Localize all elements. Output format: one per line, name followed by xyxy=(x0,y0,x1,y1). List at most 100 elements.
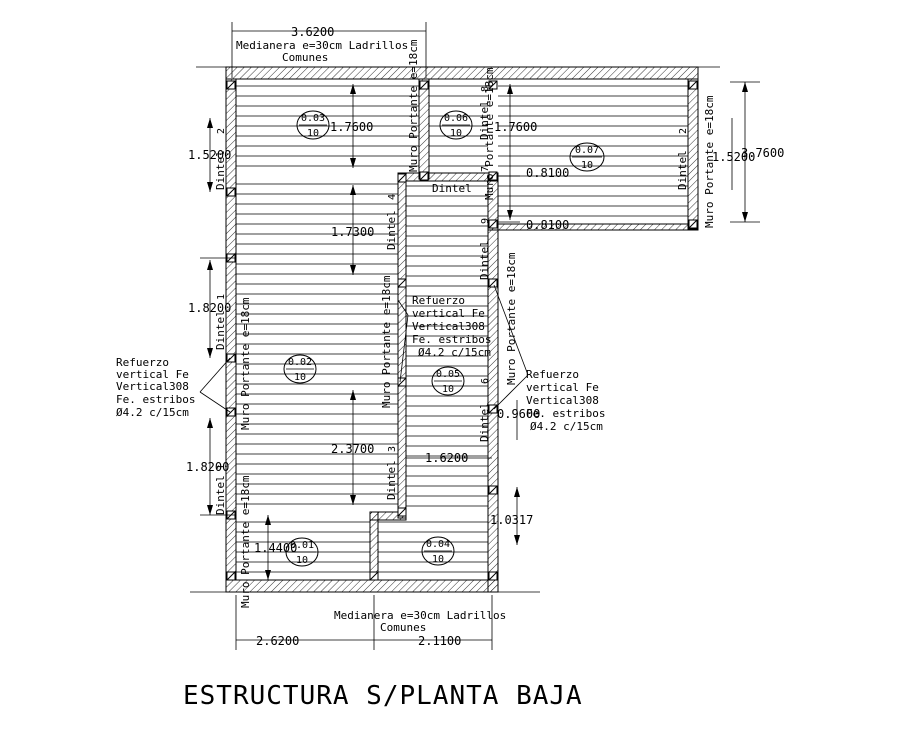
refuerzo-line: Refuerzo xyxy=(526,368,579,381)
lintel-number: 3 xyxy=(387,446,398,452)
note-muro-inner: Muro Portante e=18cm xyxy=(483,67,496,200)
column-mark-diagonal xyxy=(226,571,236,581)
reinforcement-columns xyxy=(226,80,698,581)
dim-top-width: 3.6200 xyxy=(291,25,334,39)
lintel-label: Dintel xyxy=(478,100,491,140)
dimension-texts: 3.6200 2.6200 2.1100 1.5200 1.8200 1.820… xyxy=(186,25,784,648)
refuerzo-note-center: Refuerzo vertical Fe Vertical308 Fe. est… xyxy=(412,294,491,359)
slab-label-004: 0.04 10 xyxy=(421,536,455,566)
slab-count: 10 xyxy=(307,128,319,139)
lintel-label: Dintel xyxy=(676,150,689,190)
dim-slab2-span1: 1.7300 xyxy=(331,225,374,239)
column-mark-diagonal xyxy=(488,219,498,229)
refuerzo-line: vertical Fe xyxy=(412,307,485,320)
refuerzo-line: Vertical308 xyxy=(116,380,189,393)
dim-slab6-span: 1.7600 xyxy=(494,120,537,134)
slab-label-007: 0.07 10 xyxy=(569,142,605,172)
note-medianera-bottom-2: Comunes xyxy=(380,621,426,634)
note-medianera-top-2: Comunes xyxy=(282,51,328,64)
column-mark-diagonal xyxy=(226,353,236,363)
lintel-label: Dintel xyxy=(385,460,398,500)
slab-label-005: 0.05 10 xyxy=(431,366,465,396)
dim-right-1: 1.5200 xyxy=(712,150,755,164)
column-mark-diagonal xyxy=(226,407,236,417)
slab-count: 10 xyxy=(442,384,454,395)
lintel-number: 2 xyxy=(678,128,689,134)
refuerzo-note-left: Refuerzo vertical Fe Vertical308 Fe. est… xyxy=(116,356,195,419)
lintel-number: 1 xyxy=(216,294,227,300)
column-mark-diagonal xyxy=(397,278,407,288)
dim-bottom-left: 2.6200 xyxy=(256,634,299,648)
lintel-label: Dintel xyxy=(478,402,491,442)
slab-count: 10 xyxy=(450,128,462,139)
note-medianera-top: Medianera e=30cm Ladrillos xyxy=(236,39,408,52)
lintel-label: Dintel xyxy=(432,182,472,195)
column-mark-diagonal xyxy=(688,80,698,90)
lintel-number: 2 xyxy=(216,128,227,134)
column-mark-diagonal xyxy=(488,404,498,414)
note-muro-left: Muro Portante e=18cm xyxy=(239,297,252,430)
wall-center xyxy=(397,172,407,519)
lintel-label: Dintel xyxy=(385,210,398,250)
lintel-number: 6 xyxy=(480,378,491,384)
slab-id: 0.03 xyxy=(301,113,325,124)
slab-label-003: 0.03 10 xyxy=(296,110,330,140)
dim-slab1-span: 1.4400 xyxy=(254,541,297,555)
lintel-labels: Dintel Dintel Dintel Dintel Dintel Dinte… xyxy=(214,86,689,515)
column-mark-diagonal xyxy=(488,571,498,581)
lintel-number: 4 xyxy=(387,194,398,200)
column-mark-diagonal xyxy=(226,80,236,90)
slab-count: 10 xyxy=(296,555,308,566)
dim-slab3-span: 1.7600 xyxy=(330,120,373,134)
slab-label-006: 0.06 10 xyxy=(439,110,473,140)
slab-label-002: 0.02 10 xyxy=(283,354,317,384)
refuerzo-line: vertical Fe xyxy=(526,381,599,394)
column-mark-diagonal xyxy=(488,278,498,288)
dimension-lines xyxy=(190,22,760,650)
column-mark-diagonal xyxy=(488,80,498,90)
refuerzo-line: Fe. estribos xyxy=(412,333,491,346)
column-mark-diagonal xyxy=(419,80,429,90)
lintel-number: 9 xyxy=(480,218,491,224)
dim-bottom-right: 2.1100 xyxy=(418,634,461,648)
dim-left-3: 1.8200 xyxy=(186,460,229,474)
lintel-number: 7 xyxy=(480,166,491,172)
column-mark-diagonal xyxy=(488,485,498,495)
wall-step-horizontal xyxy=(487,223,699,231)
slab-count: 10 xyxy=(581,160,593,171)
slab-count: 10 xyxy=(432,554,444,565)
column-mark-diagonal xyxy=(488,171,498,181)
slab-count: 10 xyxy=(294,372,306,383)
refuerzo-line: Vertical308 xyxy=(526,394,599,407)
slab-id: 0.07 xyxy=(575,145,599,156)
wall-bottom-medianera xyxy=(225,579,499,593)
column-mark-diagonal xyxy=(397,173,407,183)
refuerzo-line: Ø4.2 c/15cm xyxy=(530,420,603,433)
dim-mid-1: 0.8100 xyxy=(526,166,569,180)
lintel-number: 1 xyxy=(216,464,227,470)
refuerzo-line: Vertical308 xyxy=(412,320,485,333)
refuerzo-line: Fe. estribos xyxy=(116,393,195,406)
refuerzo-line: Refuerzo xyxy=(116,356,169,369)
lintel-label: Dintel xyxy=(214,150,227,190)
wall-notes: Medianera e=30cm Ladrillos Comunes Media… xyxy=(236,39,716,634)
slab-label-001: 0.01 10 xyxy=(285,537,319,567)
note-muro-top: Muro Portante e=18cm xyxy=(407,39,420,172)
note-muro-center: Muro Portante e=18cm xyxy=(380,275,393,408)
column-mark-diagonal xyxy=(688,219,698,229)
lintel-number: 8 xyxy=(480,86,491,92)
dim-right-4: 1.0317 xyxy=(490,513,533,527)
note-muro-right: Muro Portante e=18cm xyxy=(703,95,716,228)
note-medianera-bottom: Medianera e=30cm Ladrillos xyxy=(334,609,506,622)
lintel-label: Dintel xyxy=(214,310,227,350)
dim-right-3: 0.9600 xyxy=(497,407,540,421)
slab-joists xyxy=(236,85,688,573)
slab-id: 0.06 xyxy=(444,113,468,124)
column-mark-diagonal xyxy=(419,171,429,181)
dim-left-1: 1.5200 xyxy=(188,148,231,162)
dim-right-2: 3.7600 xyxy=(741,146,784,160)
wall-inner-top xyxy=(418,78,430,180)
note-muro-right2: Muro Portante e=18cm xyxy=(505,252,518,385)
dim-mid-2: 0.8100 xyxy=(526,218,569,232)
